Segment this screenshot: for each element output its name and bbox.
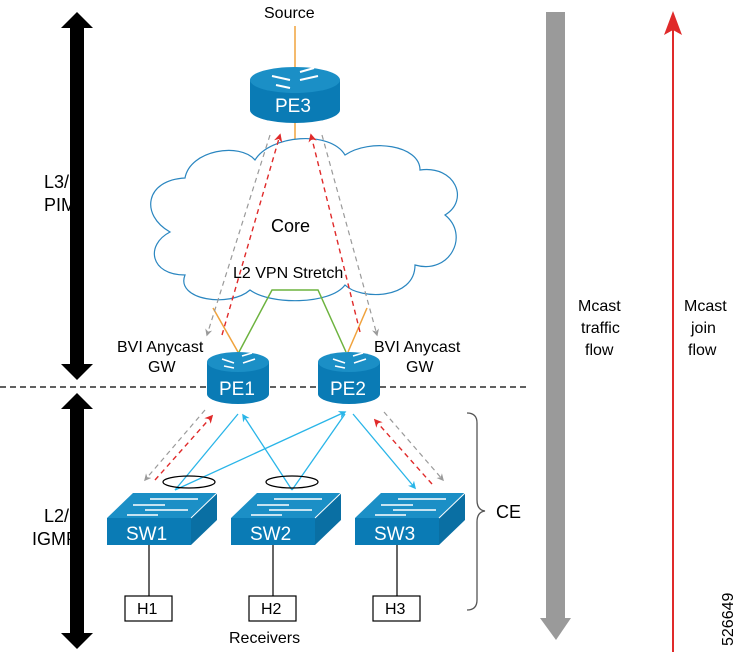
ce-bracket bbox=[466, 412, 486, 611]
switch-sw2[interactable]: SW2 bbox=[231, 492, 342, 545]
bvi-left-line2: GW bbox=[148, 359, 176, 376]
legend-traffic-line1: Mcast bbox=[578, 298, 621, 315]
source-label: Source bbox=[264, 5, 315, 22]
join-flow-pe1-pe3 bbox=[221, 133, 283, 336]
legend-join-line3: flow bbox=[688, 342, 717, 359]
bvi-right-line2: GW bbox=[406, 359, 434, 376]
host-h3[interactable]: H3 bbox=[372, 595, 421, 622]
router-pe3-label: PE3 bbox=[275, 96, 311, 117]
traffic-flow-pe1-sw1 bbox=[144, 409, 206, 482]
pe2-core-link bbox=[347, 307, 368, 353]
core-label: Core bbox=[271, 216, 310, 236]
host-h2[interactable]: H2 bbox=[248, 595, 297, 622]
port-channel-sw2 bbox=[265, 475, 319, 489]
switch-arrows-icon bbox=[127, 498, 198, 516]
layer-label-l3-line1: L3/ bbox=[44, 172, 69, 192]
switch-sw1[interactable]: SW1 bbox=[107, 492, 218, 545]
l3-pim-range-arrow bbox=[61, 12, 93, 380]
layer-label-l2-line1: L2/ bbox=[44, 506, 69, 526]
switch-sw2-label: SW2 bbox=[250, 524, 291, 545]
receivers-label: Receivers bbox=[229, 630, 300, 647]
switch-sw1-label: SW1 bbox=[126, 524, 167, 545]
bvi-right-line1: BVI Anycast bbox=[374, 339, 461, 356]
traffic-flow-pe3-pe2 bbox=[321, 134, 379, 337]
join-flow-legend-arrow bbox=[664, 11, 682, 652]
legend-traffic-line2: traffic bbox=[581, 320, 620, 337]
router-arrows-icon bbox=[332, 352, 367, 369]
ce-label: CE bbox=[496, 502, 521, 522]
l2vpn-label: L2 VPN Stretch bbox=[233, 265, 343, 282]
router-arrows-icon bbox=[271, 67, 319, 89]
bvi-left-line1: BVI Anycast bbox=[117, 339, 204, 356]
link-pe2-sw3 bbox=[352, 413, 417, 490]
traffic-flow-pe2-sw3 bbox=[383, 411, 444, 482]
switch-sw3-label: SW3 bbox=[374, 524, 415, 545]
pe1-core-link bbox=[212, 307, 239, 353]
join-flow-pe2-pe3 bbox=[308, 133, 361, 333]
switch-sw3[interactable]: SW3 bbox=[355, 492, 466, 545]
host-h3-label: H3 bbox=[385, 601, 406, 618]
layer-label-l2-line2: IGMP bbox=[32, 529, 78, 549]
link-sw1-pe1 bbox=[174, 413, 239, 491]
legend-join-line1: Mcast bbox=[684, 298, 727, 315]
traffic-flow-pe3-pe1 bbox=[205, 134, 271, 337]
join-flow-sw1-pe1 bbox=[154, 414, 214, 481]
link-sw2-pe1 bbox=[242, 413, 293, 491]
l2vpn-stretch-link bbox=[238, 289, 347, 353]
port-channel-sw1 bbox=[162, 475, 216, 489]
legend-traffic-line3: flow bbox=[585, 342, 614, 359]
switch-arrows-icon bbox=[251, 498, 322, 516]
router-pe1[interactable]: PE1 bbox=[207, 352, 269, 404]
switch-arrows-icon bbox=[375, 498, 446, 516]
traffic-flow-legend-arrow bbox=[540, 12, 571, 640]
host-h1[interactable]: H1 bbox=[124, 595, 173, 622]
router-arrows-icon bbox=[221, 352, 256, 369]
host-h2-label: H2 bbox=[261, 601, 282, 618]
layer-label-l3-line2: PIM bbox=[44, 195, 76, 215]
router-pe3[interactable]: PE3 bbox=[250, 67, 340, 123]
host-h1-label: H1 bbox=[137, 601, 158, 618]
figure-id: 526649 bbox=[720, 593, 737, 646]
legend-join-line2: join bbox=[690, 320, 716, 337]
l2-igmp-range-arrow bbox=[61, 393, 93, 649]
link-sw2-pe2 bbox=[291, 413, 346, 491]
router-pe1-label: PE1 bbox=[219, 379, 255, 400]
router-pe2-label: PE2 bbox=[330, 379, 366, 400]
router-pe2[interactable]: PE2 bbox=[318, 352, 380, 404]
